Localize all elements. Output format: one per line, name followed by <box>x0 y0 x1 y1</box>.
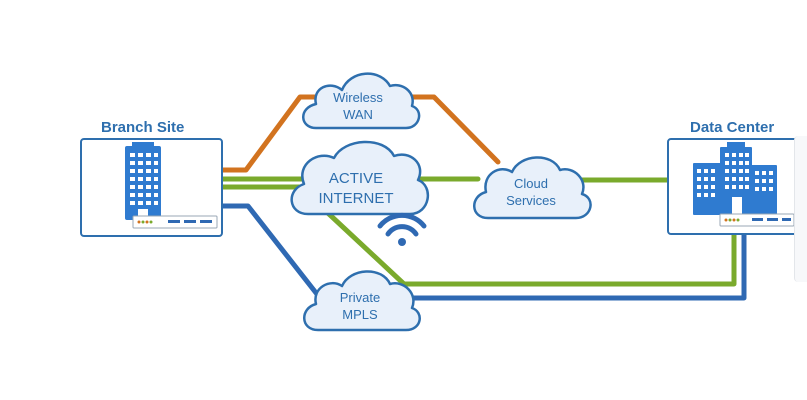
private-mpls-line2: MPLS <box>342 307 378 322</box>
data-center-box <box>667 138 798 235</box>
cloud-services-line1: Cloud <box>514 176 548 191</box>
active-internet-line2: INTERNET <box>319 190 394 207</box>
data-center-label: Data Center <box>690 119 775 136</box>
wireless-wan-cloud: Wireless WAN <box>302 72 421 130</box>
office-buildings-icon <box>693 142 777 215</box>
wireless-wan-line2: WAN <box>343 107 373 122</box>
branch-site-label: Branch Site <box>101 119 185 136</box>
active-internet-cloud: ACTIVE INTERNET <box>290 140 430 216</box>
active-internet-line1: ACTIVE <box>329 170 383 187</box>
router-icon <box>132 215 218 229</box>
wireless-wan-link <box>219 94 501 173</box>
cloud-services-cloud: Cloud Services <box>473 156 592 220</box>
wireless-wan-line1: Wireless <box>333 90 383 105</box>
wifi-icon <box>377 212 427 246</box>
internet-link-lower <box>219 184 737 287</box>
cloud-services-line2: Services <box>506 193 556 208</box>
branch-site-box <box>80 138 223 237</box>
side-panel-edge <box>794 136 807 282</box>
router-icon <box>719 213 795 227</box>
private-mpls-line1: Private <box>340 290 380 305</box>
private-mpls-cloud: Private MPLS <box>303 270 421 332</box>
internet-link-upper <box>219 176 671 183</box>
building-icon <box>125 142 161 220</box>
